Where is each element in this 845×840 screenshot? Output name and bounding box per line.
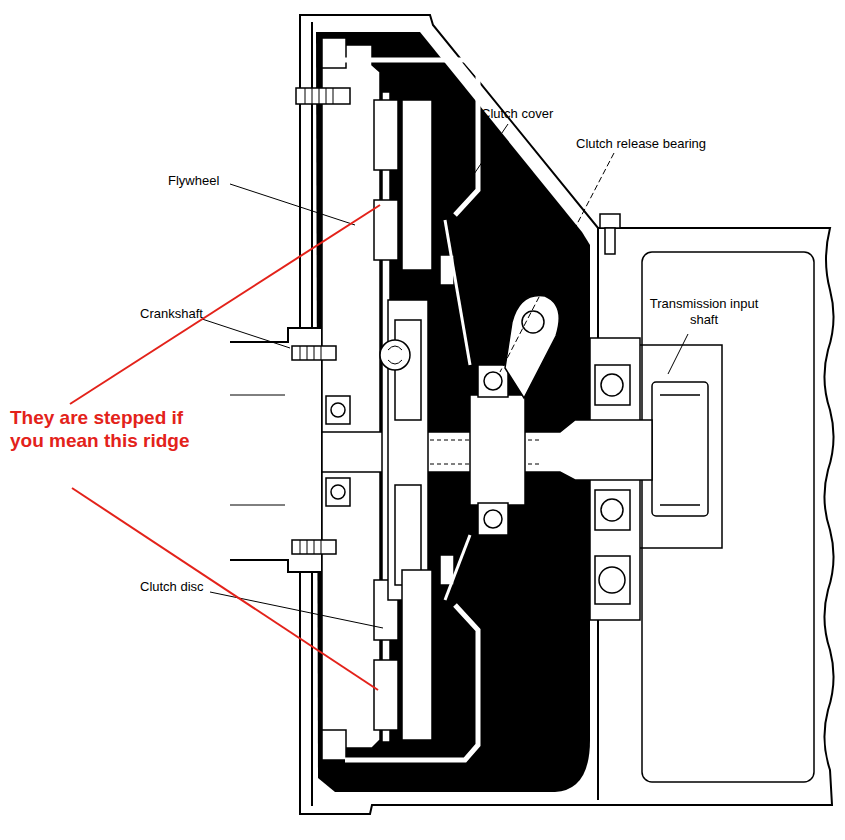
transmission-case [600, 214, 620, 228]
leader-lines [202, 319, 290, 348]
flywheel [292, 540, 336, 554]
flywheel [322, 38, 346, 68]
release-fork [522, 311, 544, 333]
transmission-case [660, 395, 700, 505]
flywheel [300, 540, 321, 554]
pilot-bearing [326, 396, 350, 424]
leader-lines [230, 184, 355, 225]
input-shaft [322, 338, 652, 620]
flywheel [305, 88, 333, 104]
leader-lines [500, 153, 614, 372]
leader-lines [668, 334, 688, 374]
annotation-lines [72, 488, 378, 690]
release-bearing [470, 365, 525, 535]
clutch-disc [388, 346, 402, 364]
clutch-disc [374, 200, 398, 260]
release-bearing [470, 395, 525, 505]
flywheel [292, 38, 380, 760]
annotation-note: They are stepped if you mean this ridge [10, 406, 208, 452]
leader-lines [453, 124, 508, 205]
crankshaft [230, 328, 322, 572]
flywheel [300, 346, 321, 360]
pressure-plate [402, 570, 432, 740]
flywheel [322, 45, 380, 748]
clutch-disc [380, 340, 410, 370]
part-label: Crankshaft [140, 306, 203, 322]
flywheel [322, 730, 346, 760]
annotation-lines [70, 205, 380, 404]
transmission-bearings [595, 556, 630, 604]
clutch-cover [445, 535, 470, 600]
part-label: Clutch release bearing [576, 136, 706, 152]
flywheel [296, 88, 350, 104]
pilot-bearing [331, 485, 345, 499]
release-bearing [478, 365, 508, 397]
transmission-case [642, 252, 814, 782]
pressure-plate [402, 100, 454, 740]
clutch-disc [374, 660, 398, 730]
housing-outline [300, 15, 834, 814]
release-bearing [484, 510, 502, 528]
pressure-plate [402, 100, 432, 270]
pilot-bearing [331, 403, 345, 417]
release-bearing [484, 372, 502, 390]
part-label: Transmission input shaft [648, 296, 760, 328]
transmission-bearings [601, 374, 623, 396]
flywheel [292, 346, 336, 360]
crankshaft [230, 328, 322, 572]
transmission-bearings [599, 567, 625, 593]
transmission-bearings [595, 365, 630, 405]
clutch-cover [445, 220, 470, 365]
housing-outline [300, 15, 834, 814]
transmission-bearings [595, 490, 630, 530]
housing-interior [316, 32, 590, 792]
clutch-cover [345, 60, 478, 760]
transmission-bearings [601, 499, 623, 521]
release-bearing [478, 503, 508, 535]
clutch-cover [345, 60, 478, 215]
pilot-bearing [326, 396, 350, 506]
pilot-bearing [326, 478, 350, 506]
transmission-case [605, 228, 615, 254]
transmission-case [652, 382, 708, 516]
crankshaft [230, 395, 285, 505]
clutch-disc [374, 100, 398, 170]
part-label: Flywheel [168, 173, 219, 189]
transmission-bearings [595, 365, 630, 604]
part-label: Clutch cover [481, 106, 553, 122]
leader-lines [202, 124, 688, 628]
part-label: Clutch disc [140, 579, 204, 595]
